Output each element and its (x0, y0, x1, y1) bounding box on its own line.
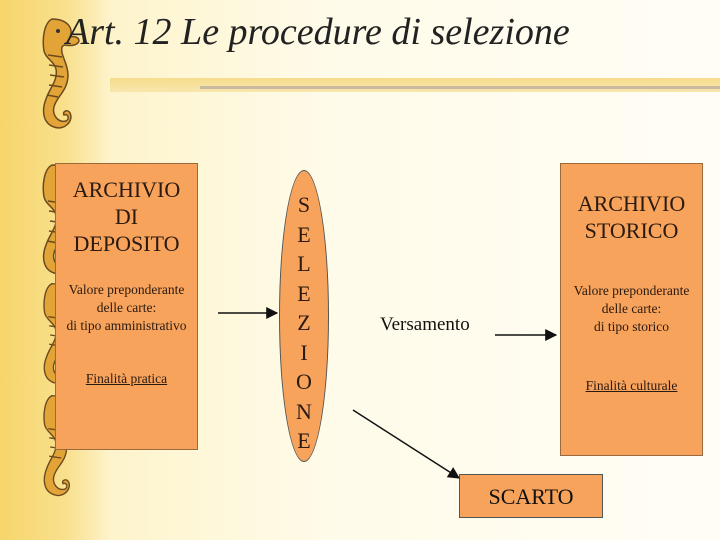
title-line: ARCHIVIO (577, 191, 686, 216)
scarto-box: SCARTO (459, 474, 603, 518)
slide-title: Art. 12 Le procedure di selezione (66, 11, 570, 53)
archivio-storico-box: ARCHIVIO STORICO Valore preponderante de… (560, 163, 703, 456)
selezione-letter: Z (297, 310, 311, 335)
archivio-storico-purpose: Finalità culturale (585, 378, 678, 393)
selezione-letter: S (297, 192, 311, 217)
archivio-deposito-box: ARCHIVIO DI DEPOSITO Valore preponderant… (55, 163, 198, 450)
desc-line: Valore preponderante (573, 283, 690, 298)
selezione-letter: E (297, 428, 311, 453)
archivio-deposito-description: Valore preponderante delle carte: di tip… (56, 281, 197, 335)
title-line: STORICO (584, 218, 679, 243)
desc-line: delle carte: (601, 301, 662, 316)
desc-line: di tipo amministrativo (66, 318, 187, 333)
arrow-selezione-to-scarto (352, 409, 461, 479)
seahorse-icon (42, 18, 80, 129)
archivio-deposito-purpose: Finalità pratica (85, 371, 168, 386)
desc-line: delle carte: (96, 300, 157, 315)
selezione-letters: S E L E Z I O N E (279, 190, 329, 456)
selezione-letter: I (300, 339, 308, 365)
desc-line: di tipo storico (594, 319, 669, 334)
selezione-letter: O (296, 369, 312, 394)
title-underline-shadow (200, 86, 720, 89)
desc-line: Valore preponderante (68, 282, 185, 297)
versamento-label: Versamento (380, 314, 470, 335)
selezione-letter: E (297, 221, 311, 247)
selezione-letter: E (297, 280, 311, 306)
title-line: DI (114, 204, 139, 229)
selezione-letter: L (297, 251, 311, 276)
selezione-ellipse (279, 170, 329, 462)
title-line: ARCHIVIO (72, 177, 181, 202)
archivio-deposito-title: ARCHIVIO DI DEPOSITO (56, 176, 197, 257)
selezione-letter: N (296, 398, 312, 424)
archivio-storico-title: ARCHIVIO STORICO (561, 190, 702, 244)
title-line: DEPOSITO (73, 231, 180, 256)
archivio-storico-description: Valore preponderante delle carte: di tip… (561, 282, 702, 336)
